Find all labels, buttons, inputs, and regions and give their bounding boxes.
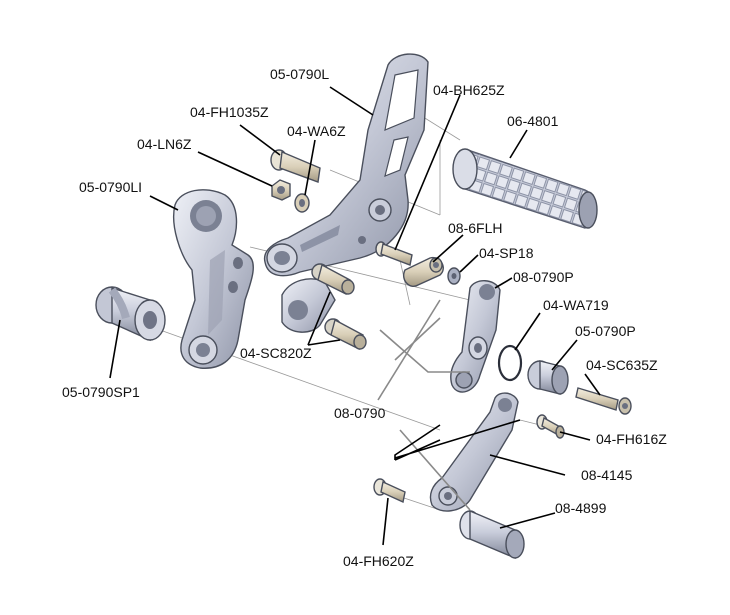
leader-08-4145-extra xyxy=(394,419,521,461)
screws-04-sc820z-part xyxy=(311,263,367,351)
leader-04-sp18 xyxy=(459,254,479,273)
label-04-sc635z: 04-SC635Z xyxy=(586,357,658,373)
spacer-04-sp18-part xyxy=(447,267,461,285)
nut-04-ln6z-part xyxy=(271,179,291,201)
pivot-05-0790p-part xyxy=(527,360,569,395)
bracket-05-0790li-part xyxy=(173,189,254,369)
label-04-ln6z: 04-LN6Z xyxy=(137,136,192,152)
leader-08-6flh xyxy=(432,234,464,263)
bolt-04-fh616z-part xyxy=(536,414,565,439)
label-05-0790l: 05-0790L xyxy=(270,66,329,82)
leader-04-fh616z xyxy=(559,431,591,441)
label-04-fh620z: 04-FH620Z xyxy=(343,553,414,569)
bolt-04-bh625z-part xyxy=(375,241,413,266)
leader-04-ln6z xyxy=(197,151,273,187)
leader-05-0790li xyxy=(149,195,179,211)
alignment-line xyxy=(399,259,411,306)
bracket-05-0790l-part xyxy=(263,53,429,333)
leader-04-wa6z xyxy=(304,139,316,196)
washer-04-wa6z-part xyxy=(294,193,310,213)
label-04-fh616z: 04-FH616Z xyxy=(596,431,667,447)
label-08-4145: 08-4145 xyxy=(581,467,633,483)
label-04-sc820z: 04-SC820Z xyxy=(240,345,312,361)
label-04-wa6z: 04-WA6Z xyxy=(287,123,346,139)
bolt-04-fh620z-part xyxy=(373,478,406,504)
linkage-08-0790p-part xyxy=(450,280,501,393)
label-08-0790p: 08-0790P xyxy=(513,269,574,285)
leader-08-4145 xyxy=(489,454,566,476)
part-labels: 05-0790L 04-BH625Z 04-FH1035Z 04-WA6Z 04… xyxy=(62,66,667,569)
label-08-4899: 08-4899 xyxy=(555,500,607,516)
o-ring-04-wa719-part xyxy=(497,344,523,382)
leader-08-4899 xyxy=(499,512,556,529)
leader-04-fh620z xyxy=(382,497,389,546)
label-05-0790li: 05-0790LI xyxy=(79,179,142,195)
label-04-bh625z: 04-BH625Z xyxy=(433,82,505,98)
label-06-4801: 06-4801 xyxy=(507,113,559,129)
grip-06-4801-part xyxy=(452,148,598,229)
leader-04-sc820z xyxy=(307,291,341,346)
leader-04-wa719 xyxy=(514,312,541,351)
spacer-05-0790sp1-part xyxy=(95,286,166,342)
leader-04-bh625z xyxy=(394,94,461,251)
label-04-fh1035z: 04-FH1035Z xyxy=(190,104,269,120)
alignment-line xyxy=(419,114,461,141)
label-05-0790sp1: 05-0790SP1 xyxy=(62,384,140,400)
arm-08-4145-part xyxy=(429,392,519,512)
leader-06-4801 xyxy=(509,129,528,159)
label-04-wa719: 04-WA719 xyxy=(543,297,609,313)
bolt-04-fh1035z-part xyxy=(270,149,321,183)
peg-08-4899-part xyxy=(459,509,525,560)
rod-end-08-6flh-part xyxy=(403,256,444,287)
leader-05-0790p xyxy=(551,339,578,371)
leader-08-0790p xyxy=(494,277,513,289)
screw-04-sc635z-part xyxy=(575,387,632,415)
leader-05-0790sp1 xyxy=(109,319,121,379)
leader-04-fh1035z xyxy=(239,124,281,156)
label-04-sp18: 04-SP18 xyxy=(479,245,534,261)
label-08-0790: 08-0790 xyxy=(334,405,386,421)
leader-04-sc635z xyxy=(584,373,601,396)
leader-lines xyxy=(109,86,601,546)
leader-05-0790l xyxy=(329,86,374,116)
label-08-6flh: 08-6FLH xyxy=(448,220,502,236)
label-05-0790p: 05-0790P xyxy=(575,323,636,339)
